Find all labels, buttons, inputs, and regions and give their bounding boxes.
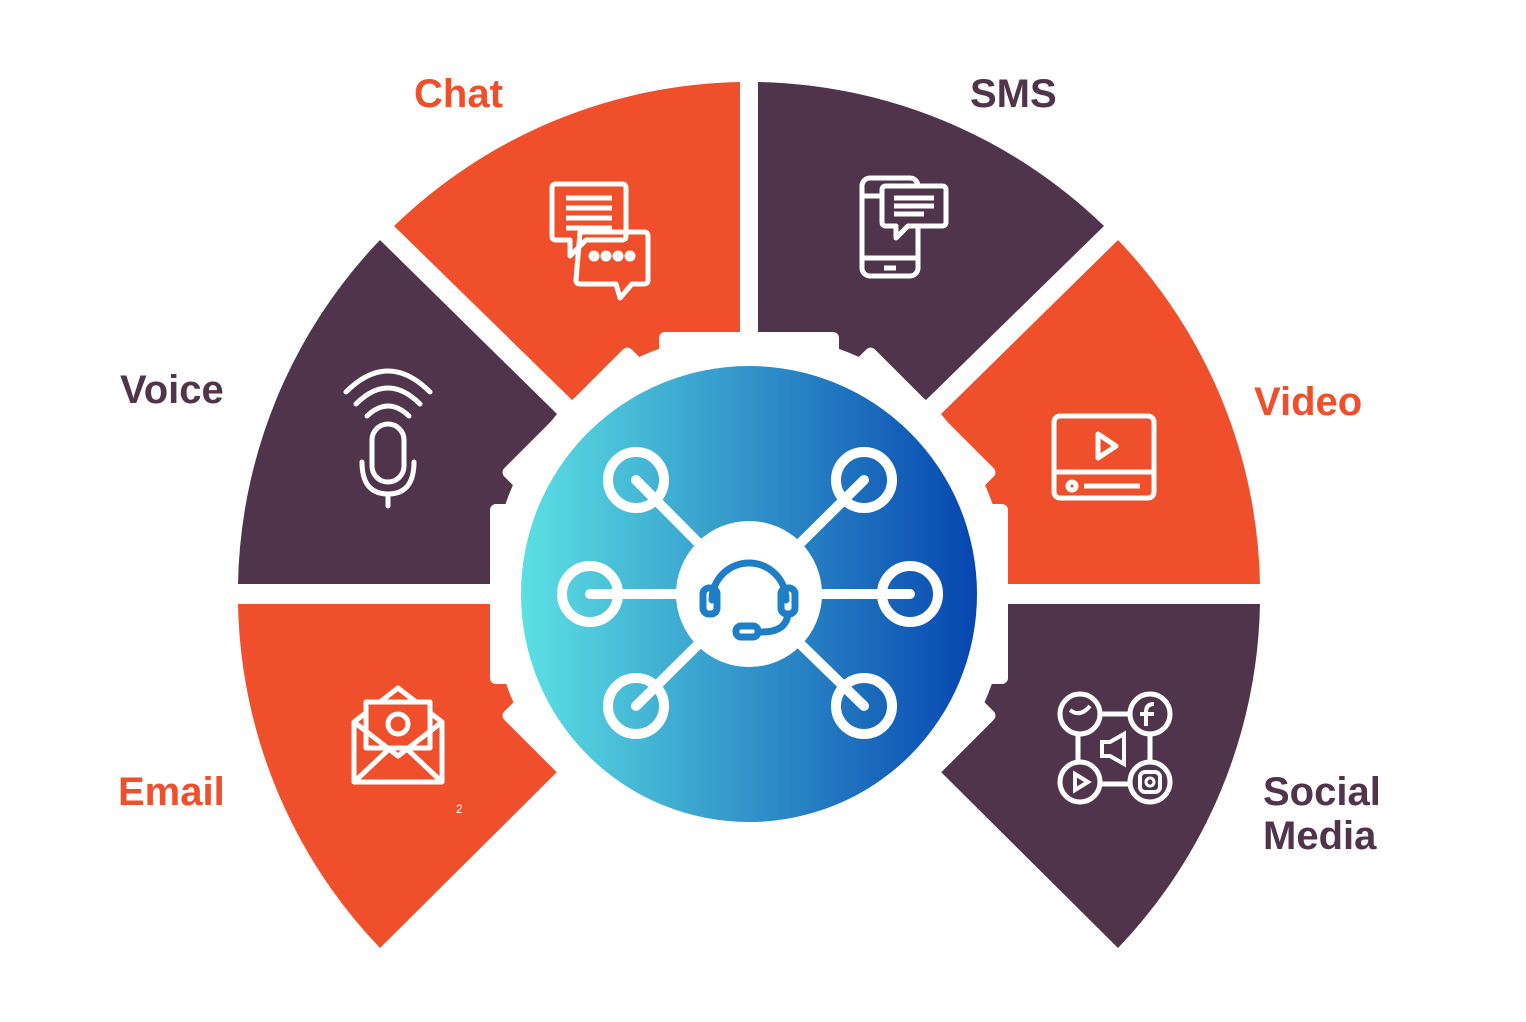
email-envelope-icon — [351, 685, 445, 785]
segment-email — [238, 604, 557, 948]
segment-voice — [238, 240, 557, 584]
headset-support-network-icon — [557, 447, 943, 739]
video-player-icon — [1051, 413, 1157, 501]
label-video: Video — [1254, 380, 1363, 424]
label-sms: SMS — [970, 72, 1057, 116]
label-social-media: Social Media — [1263, 770, 1381, 858]
segment-sms — [758, 82, 1104, 400]
microphone-icon — [343, 368, 433, 509]
label-voice: Voice — [120, 368, 224, 412]
label-social-media-line2: Media — [1263, 814, 1377, 858]
label-social-media-line1: Social — [1263, 770, 1381, 814]
mobile-message-icon — [859, 175, 949, 279]
label-email: Email — [118, 770, 225, 814]
label-chat: Chat — [414, 72, 503, 116]
chat-bubbles-icon — [549, 181, 651, 301]
segment-video — [941, 240, 1260, 584]
segments — [238, 82, 1260, 948]
social-network-icon — [1057, 691, 1173, 805]
footnote-marker: 2 — [456, 802, 463, 816]
